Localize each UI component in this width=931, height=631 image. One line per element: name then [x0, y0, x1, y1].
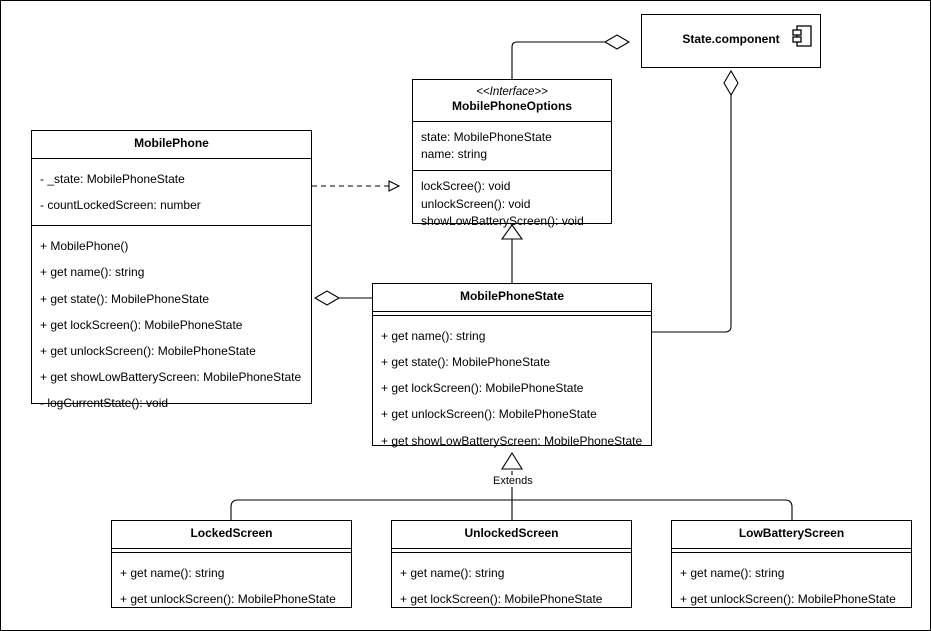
class-title-mobile-phone-options: <<Interface>> MobilePhoneOptions	[413, 80, 611, 121]
method-row: + get lockScreen(): MobilePhoneState	[381, 381, 584, 396]
methods-compartment: + get name(): string + get lockScreen():…	[392, 553, 631, 619]
compartment-separator	[373, 314, 651, 316]
methods-compartment: + get name(): string + get state(): Mobi…	[373, 316, 651, 461]
attribute-row: - _state: MobilePhoneState	[40, 171, 185, 186]
attribute-row: - countLockedScreen: number	[40, 197, 201, 212]
method-row: + get state(): MobilePhoneState	[381, 354, 551, 369]
connector-state-to-component	[652, 69, 739, 333]
methods-compartment: + get name(): string + get unlockScreen(…	[672, 553, 911, 619]
methods-compartment: lockScree(): void unlockScreen(): void s…	[413, 171, 611, 237]
class-title-mobile-phone-state: MobilePhoneState	[459, 289, 564, 303]
method-row: + get unlockScreen(): MobilePhoneState	[381, 407, 597, 422]
class-box-locked-screen[interactable]: LockedScreen + get name(): string + get …	[111, 520, 352, 608]
method-row: + get lockScreen(): MobilePhoneState	[400, 591, 603, 606]
class-box-unlocked-screen[interactable]: UnlockedScreen + get name(): string + ge…	[391, 520, 632, 608]
class-title-mobile-phone: MobilePhone	[134, 136, 209, 150]
attributes-compartment: - _state: MobilePhoneState - countLocked…	[32, 159, 311, 225]
method-row: + get lockScreen(): MobilePhoneState	[40, 317, 243, 332]
compartment-separator	[112, 551, 351, 553]
attributes-compartment: state: MobilePhoneState name: string	[413, 122, 611, 171]
class-box-low-battery-screen[interactable]: LowBatteryScreen + get name(): string + …	[671, 520, 912, 608]
method-row: + get unlockScreen(): MobilePhoneState	[40, 343, 256, 358]
class-title-state-component: State.component	[682, 32, 780, 46]
class-stereotype-interface: <<Interface>>	[476, 86, 548, 98]
method-row: showLowBatteryScreen(): void	[421, 214, 584, 229]
class-name-mobile-phone-options: MobilePhoneOptions	[452, 98, 572, 113]
class-title-locked-screen: LockedScreen	[190, 526, 273, 540]
methods-compartment: + get name(): string + get unlockScreen(…	[112, 553, 351, 619]
method-row: + get name(): string	[400, 565, 505, 580]
methods-compartment: + MobilePhone() + get name(): string + g…	[32, 226, 311, 423]
attribute-row: state: MobilePhoneState	[421, 129, 552, 144]
method-row: + get unlockScreen(): MobilePhoneState	[680, 591, 896, 606]
edge-label-extends: Extends	[490, 475, 536, 487]
compartment-separator	[392, 551, 631, 553]
method-row: + get showLowBatteryScreen: MobilePhoneS…	[40, 370, 302, 385]
method-row: + get unlockScreen(): MobilePhoneState	[120, 591, 336, 606]
method-row: + get state(): MobilePhoneState	[40, 291, 210, 306]
class-title-unlocked-screen: UnlockedScreen	[464, 526, 559, 540]
compartment-separator	[373, 310, 651, 312]
compartment-separator	[32, 225, 311, 227]
connector-options-to-component	[511, 34, 631, 79]
attribute-row: name: string	[421, 146, 488, 161]
compartment-separator	[392, 547, 631, 549]
method-row: lockScree(): void	[421, 179, 511, 194]
method-row: + get showLowBatteryScreen: MobilePhoneS…	[381, 433, 643, 448]
connector-state-to-phone	[313, 290, 372, 306]
method-row: + get name(): string	[381, 328, 486, 343]
compartment-separator	[413, 170, 611, 172]
method-row: unlockScreen(): void	[421, 196, 531, 211]
class-box-mobile-phone-options[interactable]: <<Interface>> MobilePhoneOptions state: …	[412, 79, 612, 228]
compartment-separator	[672, 547, 911, 549]
class-box-mobile-phone[interactable]: MobilePhone - _state: MobilePhoneState -…	[31, 130, 312, 410]
compartment-separator	[112, 547, 351, 549]
method-row: + get name(): string	[40, 265, 145, 280]
method-row: + MobilePhone()	[40, 239, 129, 254]
method-row: + get name(): string	[120, 565, 225, 580]
compartment-separator	[413, 120, 611, 122]
class-title-low-battery-screen: LowBatteryScreen	[738, 526, 845, 540]
class-box-mobile-phone-state[interactable]: MobilePhoneState + get name(): string + …	[372, 283, 652, 448]
compartment-separator	[672, 551, 911, 553]
compartment-separator	[32, 157, 311, 159]
method-row: - logCurrentState(): void	[40, 396, 169, 411]
component-icon	[792, 25, 812, 47]
class-box-state-component[interactable]: State.component	[641, 14, 821, 68]
method-row: + get name(): string	[680, 565, 785, 580]
